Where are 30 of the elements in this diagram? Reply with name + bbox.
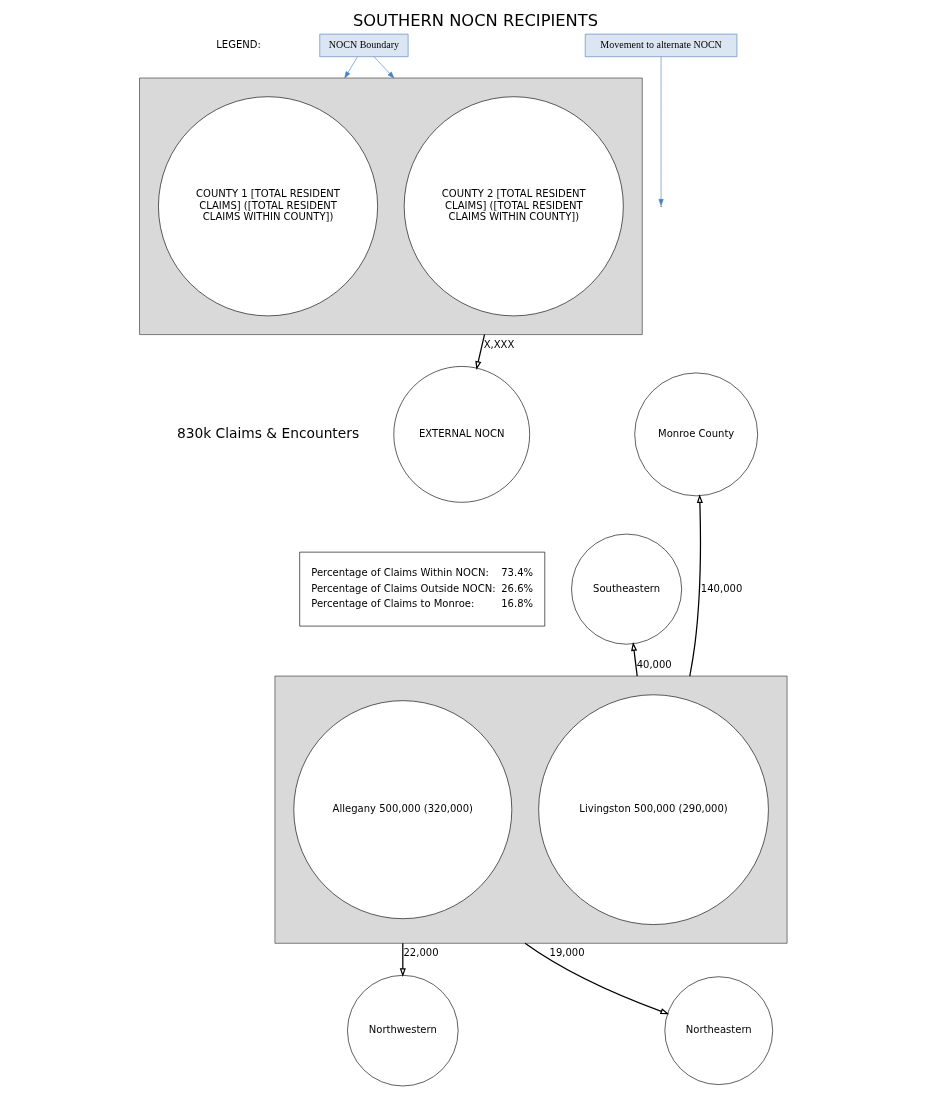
arrow [475, 333, 486, 370]
node-circle: COUNTY 1 [TOTAL RESIDENT CLAIMS] ([TOTAL RESIDENT CLAIMS WITHIN COUNTY]) [158, 96, 378, 317]
edge-label: 19,000 [549, 947, 585, 959]
node-circle: Livingston 500,000 (290,000) [538, 694, 769, 925]
node-box: Percentage of Claims Within NOCN: 73.4% Percentage of Claims Outside NOCN: 26.6% Percentage of Claims to Monroe: 16.8% [299, 551, 546, 627]
node-circle: Allegany 500,000 (320,000) [293, 700, 513, 919]
edge-label: 40,000 [636, 658, 672, 670]
edge-label: 140,000 [700, 582, 743, 594]
arrow [373, 56, 395, 79]
node-circle: Monroe County [634, 372, 758, 497]
node-box: NOCN Boundary [319, 33, 409, 57]
cluster [139, 77, 643, 335]
node-box: Movement to alternate NOCN [584, 33, 738, 57]
edge-label: X,XXX [483, 338, 515, 350]
node-circle: COUNTY 2 [TOTAL RESIDENT CLAIMS] ([TOTAL RESIDENT CLAIMS WITHIN COUNTY]) [403, 96, 624, 317]
label: LEGEND: [216, 38, 261, 50]
node-circle: EXTERNAL NOCN [393, 366, 530, 503]
node-circle: Southeastern [571, 533, 682, 645]
arrow [631, 642, 638, 677]
node-circle: Northwestern [347, 975, 459, 1087]
arrow [399, 942, 406, 978]
cluster [274, 675, 788, 944]
arrow [658, 56, 664, 206]
arrow [689, 494, 703, 677]
diagram-title: SOUTHERN NOCN RECIPIENTS [352, 11, 599, 31]
arrow [524, 942, 670, 1015]
edge-label: 22,000 [403, 947, 439, 959]
label: 830k Claims & Encounters [176, 424, 360, 441]
arrow [344, 56, 358, 79]
node-circle: Northeastern [664, 976, 773, 1085]
